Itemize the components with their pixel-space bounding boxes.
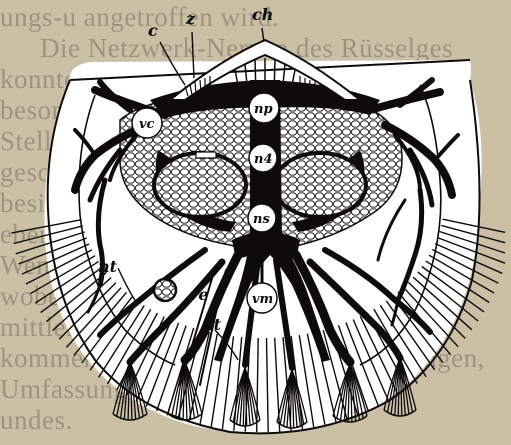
left-small-disc — [154, 279, 176, 301]
right-oval-lobe — [274, 153, 366, 217]
left-oval-lobe — [154, 153, 246, 217]
label-c: c — [148, 21, 158, 40]
label-z: z — [185, 9, 196, 28]
label-ch: ch — [252, 5, 273, 24]
label-nt-left: nt — [98, 257, 118, 276]
label-vm: vm — [252, 292, 273, 307]
label-np: np — [254, 102, 273, 117]
label-vc: vc — [139, 117, 155, 132]
label-ns: ns — [253, 212, 270, 227]
label-nt-bottom: nt — [202, 315, 222, 334]
label-re: re — [190, 285, 209, 304]
label-n4: n4 — [254, 152, 273, 167]
neuropil-marker — [196, 152, 216, 158]
